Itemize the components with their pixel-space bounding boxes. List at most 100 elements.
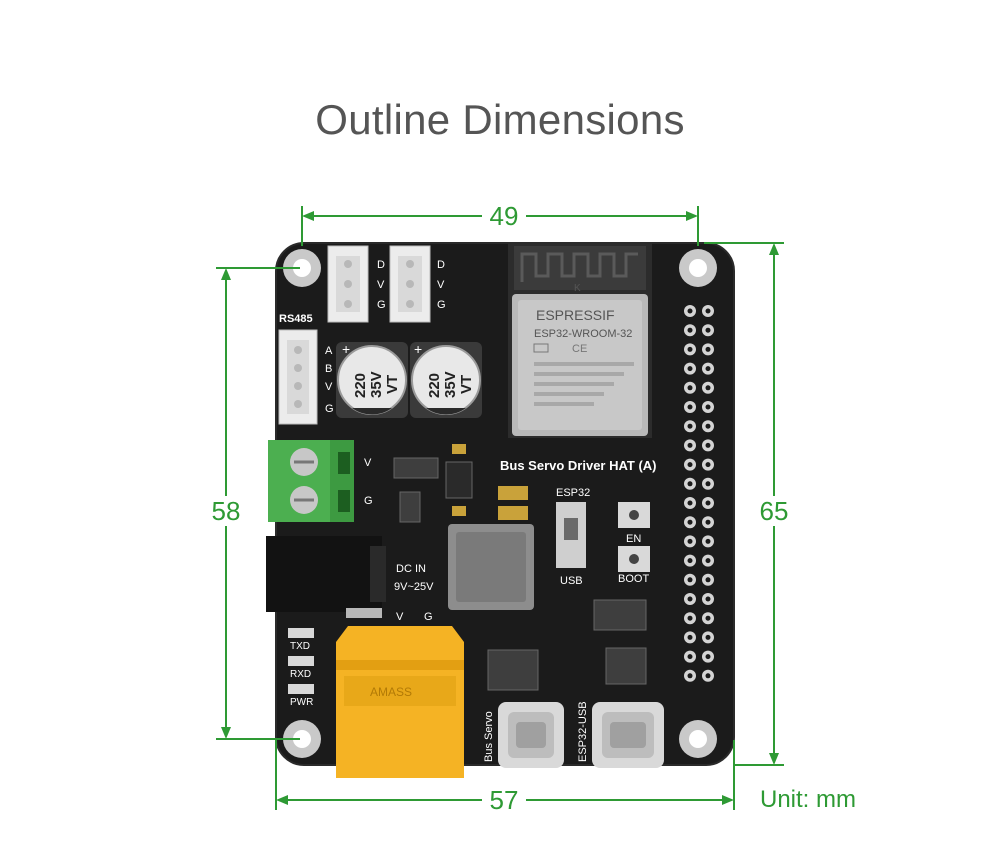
cap1-line3: VT — [384, 375, 401, 394]
gpio-pin-hole — [705, 654, 711, 660]
gpio-pin-hole — [687, 308, 693, 314]
capacitor-2 — [410, 342, 482, 418]
led-rxd: RXD — [290, 669, 311, 680]
gpio-pin-hole — [687, 423, 693, 429]
inductor — [448, 524, 534, 610]
terminal-pin-v: V — [364, 457, 372, 469]
rs485-pin-v: V — [325, 381, 333, 393]
dim-right-height: 65 — [752, 496, 796, 526]
gpio-pin-hole — [687, 327, 693, 333]
gpio-pin-hole — [687, 596, 693, 602]
led-txd: TXD — [290, 641, 310, 652]
screw-terminal — [268, 440, 354, 522]
servo-connector-1 — [327, 245, 369, 323]
rs485-pin-g: G — [325, 403, 334, 415]
xt-logo: AMASS — [370, 685, 412, 699]
en-label: EN — [626, 533, 641, 545]
gpio-pin-hole — [687, 673, 693, 679]
gpio-pin-hole — [705, 366, 711, 372]
esp32-brand: ESPRESSIF — [536, 307, 615, 323]
small-components — [393, 444, 647, 691]
gpio-pin-hole — [687, 634, 693, 640]
module-fineprint-1 — [534, 362, 634, 366]
usb-mode-switch — [556, 502, 586, 568]
gpio-pin-hole — [687, 346, 693, 352]
gpio-pin-hole — [705, 327, 711, 333]
gpio-pin-hole — [705, 346, 711, 352]
antenna-mark: K — [574, 283, 581, 294]
servo-connector-2 — [389, 245, 431, 323]
gpio-pin-hole — [687, 385, 693, 391]
en-button — [618, 502, 650, 528]
dim-left-height: 58 — [204, 496, 248, 526]
servo1-pin-v: V — [377, 279, 385, 291]
gpio-pin-hole — [705, 481, 711, 487]
gpio-pin-hole — [687, 558, 693, 564]
gpio-pin-hole — [687, 538, 693, 544]
rs485-pin-b: B — [325, 363, 332, 375]
gpio-pin-hole — [705, 500, 711, 506]
gpio-pin-hole — [687, 481, 693, 487]
servo2-pin-v: V — [437, 279, 445, 291]
module-fineprint-4 — [534, 392, 604, 396]
gpio-pin-hole — [705, 519, 711, 525]
cap1-line1: 220 — [352, 373, 369, 398]
gpio-pin-hole — [705, 538, 711, 544]
cap1-line2: 35V — [368, 371, 385, 398]
cap1-plus: + — [342, 341, 350, 357]
gpio-pin-hole — [705, 558, 711, 564]
terminal-pin-g: G — [364, 495, 373, 507]
servo1-pin-d: D — [377, 259, 385, 271]
rs485-label: RS485 — [279, 313, 313, 325]
gpio-pin-hole — [687, 500, 693, 506]
module-fineprint-3 — [534, 382, 614, 386]
gpio-pin-hole — [705, 577, 711, 583]
unit-label: Unit: mm — [760, 786, 856, 813]
gpio-pin-hole — [705, 423, 711, 429]
dc-jack — [266, 536, 386, 618]
ce-mark: CE — [572, 343, 587, 355]
xt-connector — [336, 626, 464, 778]
usb-c-bus-servo — [498, 702, 564, 768]
cap2-plus: + — [414, 341, 422, 357]
gpio-pin-hole — [687, 615, 693, 621]
gpio-pin-hole — [705, 442, 711, 448]
switch-usb-label: USB — [560, 575, 583, 587]
module-fineprint-5 — [534, 402, 594, 406]
gpio-pin-hole — [687, 366, 693, 372]
dim-top-width: 49 — [482, 201, 526, 231]
gpio-pin-hole — [687, 442, 693, 448]
dc-in-label: DC IN — [396, 563, 426, 575]
gpio-pin-hole — [687, 462, 693, 468]
gpio-pin-hole — [687, 404, 693, 410]
gpio-pin-hole — [705, 385, 711, 391]
page-title: Outline Dimensions — [315, 96, 685, 143]
gpio-pin-hole — [705, 308, 711, 314]
gpio-pin-hole — [705, 596, 711, 602]
gpio-pin-hole — [687, 654, 693, 660]
servo2-pin-g: G — [437, 299, 446, 311]
xt-pin-v: V — [396, 611, 404, 623]
status-leds — [288, 628, 314, 694]
module-fineprint-2 — [534, 372, 624, 376]
esp32-switch-label: ESP32 — [556, 487, 590, 499]
servo2-pin-d: D — [437, 259, 445, 271]
led-pwr: PWR — [290, 697, 313, 708]
board-name: Bus Servo Driver HAT (A) — [500, 458, 657, 473]
gpio-pin-hole — [705, 673, 711, 679]
gpio-header — [684, 305, 714, 682]
rs485-connector — [278, 329, 318, 425]
wifi-logo — [533, 343, 549, 353]
dc-range-label: 9V~25V — [394, 581, 434, 593]
usb-c-esp32 — [592, 702, 664, 768]
xt-pin-g: G — [424, 611, 433, 623]
gpio-pin-hole — [705, 404, 711, 410]
rs485-pin-a: A — [325, 345, 333, 357]
boot-button — [618, 546, 650, 572]
mounting-holes — [283, 249, 717, 758]
cap2-line3: VT — [458, 375, 475, 394]
gpio-pin-hole — [705, 615, 711, 621]
gpio-pin-hole — [705, 462, 711, 468]
gpio-pin-hole — [687, 577, 693, 583]
